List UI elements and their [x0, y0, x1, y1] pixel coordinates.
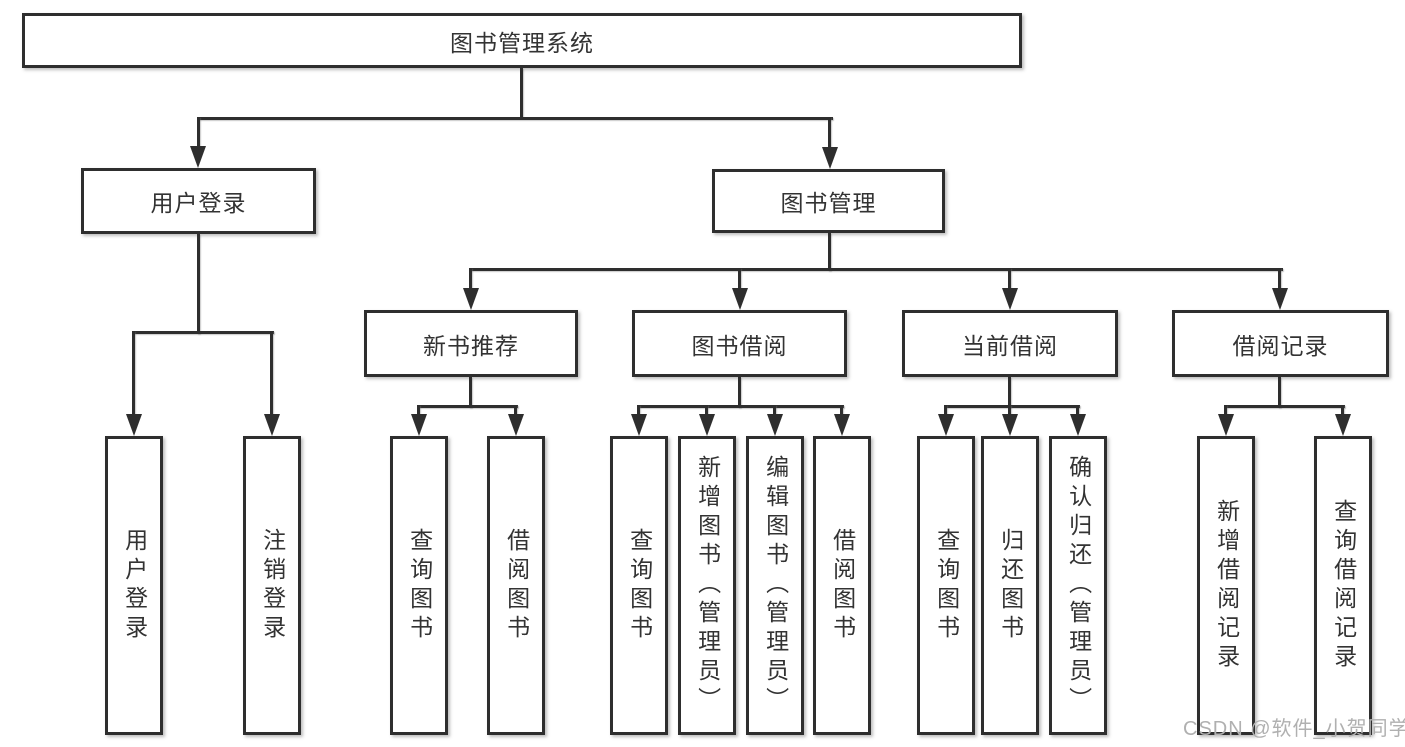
node-label: 用户登录: [150, 190, 247, 216]
node-label: 借阅图书: [503, 527, 530, 644]
node-current-borrow: 当前借阅: [902, 310, 1118, 377]
node-book-borrow: 图书借阅: [632, 310, 847, 377]
arrow-down-icon: [1002, 414, 1018, 436]
connector-user-login-drop: [197, 117, 200, 147]
arrow-down-icon: [1272, 288, 1288, 310]
connector-leaf-drop: [514, 405, 517, 416]
node-label: 图书管理系统: [450, 29, 594, 56]
node-label: 新增图书（管理员）: [694, 455, 721, 716]
connector-leaf-drop: [773, 405, 776, 416]
arrow-down-icon: [508, 414, 524, 436]
arrow-down-icon: [938, 414, 954, 436]
node-label: 借阅图书: [829, 527, 856, 644]
node-leaf-query-borrow-record: 查询借阅记录: [1314, 436, 1372, 735]
node-label: 确认归还（管理员）: [1065, 455, 1092, 716]
connector-leaf-drop: [417, 405, 420, 416]
node-label: 图书管理: [780, 190, 877, 216]
node-label: 借阅记录: [1232, 332, 1329, 359]
node-leaf-query-books-recommend: 查询图书: [390, 436, 448, 735]
node-label: 新书推荐: [423, 332, 519, 359]
arrow-down-icon: [190, 146, 206, 168]
connector-group-rail: [1224, 405, 1345, 408]
arrow-down-icon: [822, 147, 838, 169]
node-label: 当前借阅: [962, 332, 1058, 359]
arrow-down-icon: [767, 414, 783, 436]
node-label: 新增借阅记录: [1213, 498, 1240, 673]
node-leaf-query-books-borrow: 查询图书: [610, 436, 668, 735]
connector-group-rail: [637, 405, 844, 408]
connector-group-stem: [1278, 377, 1281, 408]
arrow-down-icon: [631, 414, 647, 436]
node-label: 查询图书: [626, 527, 653, 644]
arrow-down-icon: [1218, 414, 1234, 436]
connector-book-mgmt-stem: [828, 233, 831, 271]
node-label: 查询图书: [933, 527, 960, 644]
connector-group-stem: [1008, 377, 1011, 408]
connector-group-rail: [417, 405, 518, 408]
connector-leaf-drop: [637, 405, 640, 416]
connector-leaf-drop: [132, 331, 135, 415]
arrow-down-icon: [1335, 414, 1351, 436]
connector-leaf-drop: [705, 405, 708, 416]
node-leaf-borrow-books: 借阅图书: [813, 436, 871, 735]
node-label: 编辑图书（管理员）: [762, 455, 789, 716]
node-label: 用户登录: [121, 527, 148, 644]
connector-group-stem: [738, 377, 741, 408]
arrow-down-icon: [264, 414, 280, 436]
node-leaf-logout: 注销登录: [243, 436, 301, 735]
node-leaf-return-books: 归还图书: [981, 436, 1039, 735]
connector-leaf-drop: [840, 405, 843, 416]
arrow-down-icon: [834, 414, 850, 436]
node-leaf-add-borrow-record: 新增借阅记录: [1197, 436, 1255, 735]
connector-leaf-drop: [1341, 405, 1344, 416]
node-label: 图书借阅: [691, 332, 788, 359]
connector-leaf-drop: [270, 331, 273, 415]
connector-leaf-drop: [944, 405, 947, 416]
node-root-library-system: 图书管理系统: [22, 13, 1022, 68]
connector-group-drop: [738, 268, 741, 290]
node-leaf-edit-books-admin: 编辑图书（管理员）: [746, 436, 804, 735]
node-label: 注销登录: [259, 527, 286, 644]
node-leaf-query-books-current: 查询图书: [917, 436, 975, 735]
node-borrow-records: 借阅记录: [1172, 310, 1389, 377]
connector-leaf-drop: [1224, 405, 1227, 416]
node-leaf-add-books-admin: 新增图书（管理员）: [678, 436, 736, 735]
connector-root-rail: [197, 117, 833, 120]
connector-leaf-drop: [1008, 405, 1011, 416]
connector-leaf-drop: [1076, 405, 1079, 416]
connector-group-stem: [469, 377, 472, 408]
node-label: 归还图书: [997, 527, 1024, 644]
csdn-watermark: CSDN @软件_小贺同学: [1183, 718, 1405, 740]
connector-user-login-stem: [197, 234, 200, 334]
arrow-down-icon: [411, 414, 427, 436]
connector-group-drop: [1278, 268, 1281, 290]
node-new-book-recommend: 新书推荐: [364, 310, 578, 377]
node-user-login: 用户登录: [81, 168, 316, 234]
arrow-down-icon: [1002, 288, 1018, 310]
node-leaf-confirm-return-admin: 确认归还（管理员）: [1049, 436, 1107, 735]
node-leaf-borrow-books-recommend: 借阅图书: [487, 436, 545, 735]
arrow-down-icon: [463, 288, 479, 310]
connector-group-drop: [469, 268, 472, 290]
arrow-down-icon: [699, 414, 715, 436]
connector-group-drop: [1008, 268, 1011, 290]
connector-user-login-rail: [132, 331, 274, 334]
node-book-management: 图书管理: [712, 169, 945, 233]
node-label: 查询借阅记录: [1330, 498, 1357, 673]
node-leaf-user-login: 用户登录: [105, 436, 163, 735]
connector-book-mgmt-rail: [469, 268, 1283, 271]
connector-group-rail: [944, 405, 1080, 408]
connector-book-mgmt-drop: [828, 117, 831, 148]
connector-root-drop: [520, 68, 523, 118]
node-label: 查询图书: [406, 527, 433, 644]
arrow-down-icon: [732, 288, 748, 310]
arrow-down-icon: [1070, 414, 1086, 436]
arrow-down-icon: [126, 414, 142, 436]
